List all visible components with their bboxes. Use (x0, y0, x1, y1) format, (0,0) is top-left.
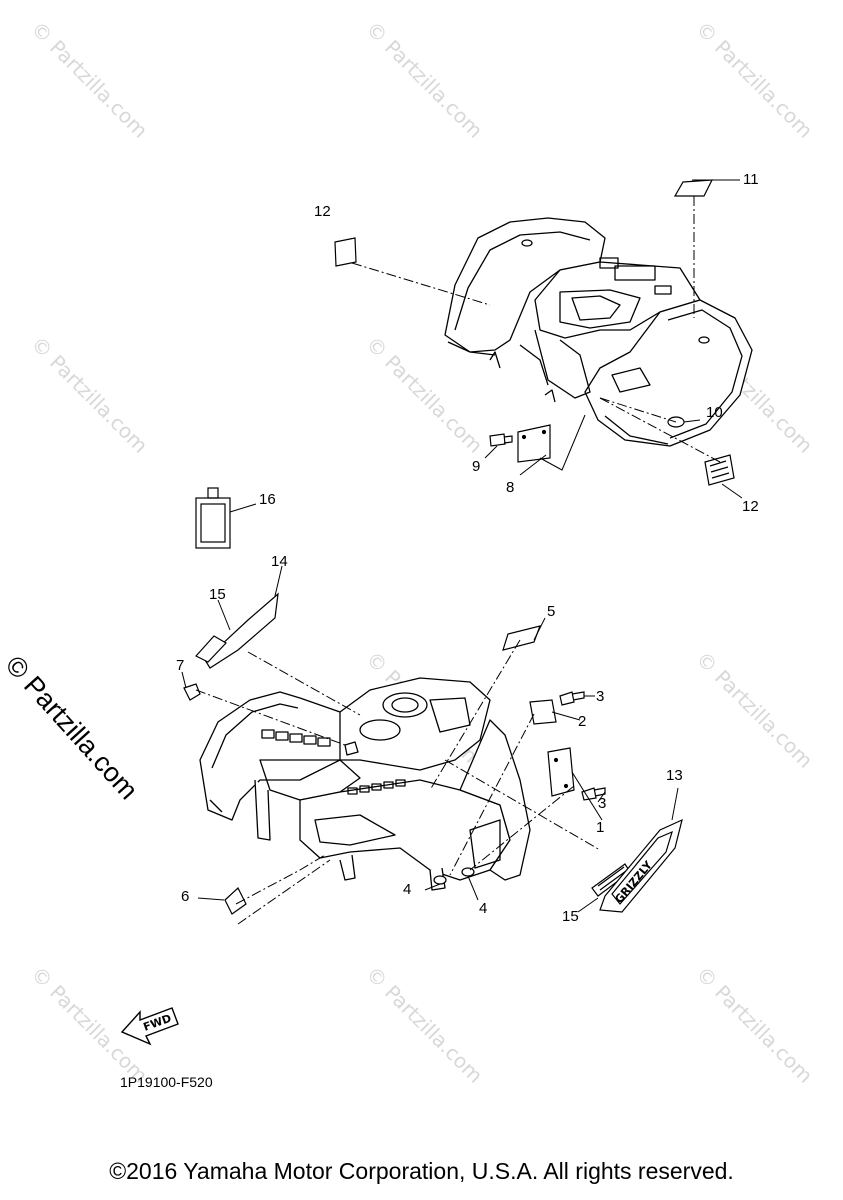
plate-8 (517, 424, 551, 463)
callout-4-right: 4 (479, 900, 487, 917)
watermark: © Partzilla.com (691, 17, 817, 143)
label-5 (502, 625, 541, 651)
watermark: © Partzilla.com (26, 17, 152, 143)
watermark: © Partzilla.com (691, 962, 817, 1088)
watermark-layer: © Partzilla.com © Partzilla.com © Partzi… (26, 17, 817, 1088)
emblem-13 (599, 818, 683, 913)
callout-10: 10 (706, 404, 723, 421)
front-leader-lines (181, 503, 679, 925)
callout-2: 2 (578, 713, 586, 730)
callout-5: 5 (547, 603, 555, 620)
rear-leader-lines (351, 179, 743, 499)
callout-7: 7 (176, 657, 184, 674)
washer-4-right (461, 867, 475, 877)
callout-4-left: 4 (403, 881, 411, 898)
watermark: © Partzilla.com (361, 962, 487, 1088)
rivet-9 (489, 433, 513, 447)
callout-6: 6 (181, 888, 189, 905)
washer-4-left (433, 875, 447, 885)
callout-14: 14 (271, 553, 288, 570)
label-6 (224, 887, 247, 915)
label-12-top (334, 237, 357, 267)
callout-1: 1 (596, 819, 604, 836)
strip-14 (204, 592, 279, 669)
callout-11: 11 (743, 171, 759, 188)
callout-13: 13 (666, 767, 683, 784)
callout-3-bottom: 3 (598, 795, 606, 812)
rear-small-parts (334, 179, 735, 486)
rivet-3-top (559, 691, 585, 706)
watermark: © Partzilla.com (26, 332, 152, 458)
drawing-number: 1P19100-F520 (120, 1074, 213, 1090)
copyright-notice: ©2016 Yamaha Motor Corporation, U.S.A. A… (109, 1158, 734, 1184)
fwd-arrow-icon (120, 1007, 179, 1046)
cap-7 (183, 683, 201, 701)
callout-9: 9 (472, 458, 480, 475)
rear-fender (444, 217, 753, 447)
watermark: © Partzilla.com (361, 17, 487, 143)
callout-12-top: 12 (314, 203, 331, 220)
callout-15-top: 15 (209, 586, 226, 603)
label-15-top (195, 635, 227, 663)
callout-layer: 1 2 3 3 4 4 5 6 7 8 9 10 11 12 12 13 14 … (176, 171, 759, 925)
callout-8: 8 (506, 479, 514, 496)
callout-3-top: 3 (596, 688, 604, 705)
front-small-parts: GRIZZLY (183, 487, 683, 915)
callout-12-right: 12 (742, 498, 759, 515)
callout-16: 16 (259, 491, 276, 508)
watermark: © Partzilla.com (691, 647, 817, 773)
fwd-arrow: FWD (120, 1007, 179, 1046)
callout-15-bottom: 15 (562, 908, 579, 925)
front-fender (199, 677, 531, 891)
label-11 (673, 179, 714, 197)
